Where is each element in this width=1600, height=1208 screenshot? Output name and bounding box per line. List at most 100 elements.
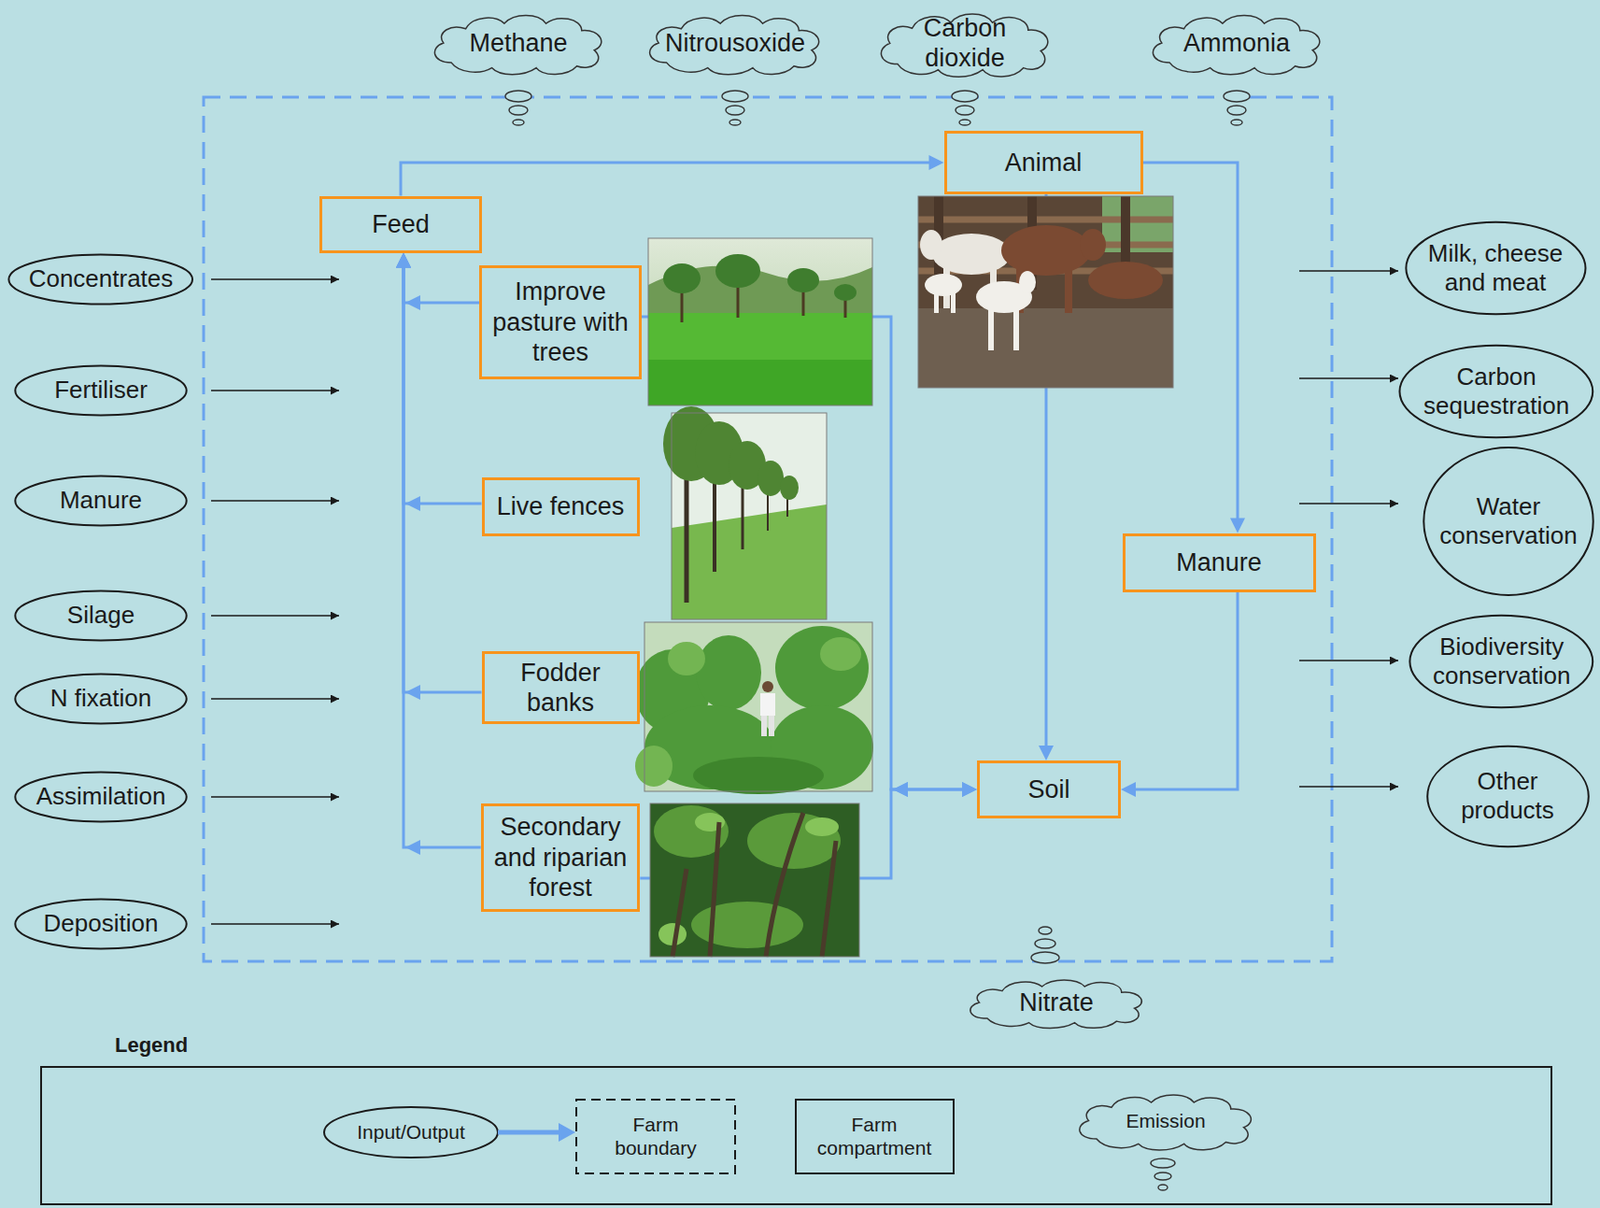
- node-text: Assimilation: [36, 781, 167, 811]
- ellipse-outline: [1427, 745, 1589, 846]
- emission-cloud: Nitrate: [957, 973, 1157, 1032]
- cattle-photo: [1064, 266, 1073, 313]
- cloud-outline: [969, 979, 1142, 1029]
- node-text: Milk, cheese and meat: [1420, 239, 1571, 298]
- live-fence-photo: [663, 406, 799, 500]
- pasture-photo: [648, 312, 873, 406]
- flow-connector: [396, 253, 482, 856]
- input-arrow: [211, 499, 340, 502]
- output-ellipse: Carbon sequestration: [1398, 344, 1595, 439]
- emission-bubbles: [722, 90, 749, 102]
- connector-line: [403, 262, 482, 694]
- input-ellipse: Deposition: [14, 898, 188, 949]
- connector-line: [403, 262, 480, 304]
- node-text: Fodder banks: [504, 657, 617, 719]
- pasture-photo: [787, 268, 820, 293]
- arrow-head: [962, 781, 977, 797]
- output-ellipse: Milk, cheese and meat: [1404, 221, 1587, 315]
- cattle-photo: [918, 308, 1174, 388]
- compartment-box: Live fences: [481, 477, 640, 537]
- cattle-photo: [920, 229, 943, 260]
- legend-title: Legend: [114, 1033, 188, 1058]
- cattle-photo: [988, 303, 994, 351]
- legend-sample: [795, 1099, 954, 1174]
- compartment-box: Manure: [1122, 533, 1317, 593]
- input-ellipse: Assimilation: [14, 771, 188, 822]
- emission-cloud: Nitrousoxide: [637, 7, 834, 79]
- legend-sample: [324, 1106, 498, 1158]
- pasture-photo: [681, 275, 846, 323]
- live-fence-photo: [757, 460, 784, 496]
- connector-line: [1130, 592, 1238, 791]
- emission-bubbles: [951, 90, 978, 102]
- node-text: Ammonia: [1183, 28, 1290, 58]
- cattle-photo: [1013, 303, 1020, 351]
- emission-bubbles: [729, 119, 741, 126]
- input-ellipse: Manure: [14, 475, 188, 526]
- output-ellipse: Other products: [1426, 745, 1590, 848]
- arrow-head: [405, 839, 421, 855]
- emission-cloud: Carbon dioxide: [868, 5, 1062, 82]
- legend-frame: [41, 1066, 1552, 1204]
- fodder-bank-photo: [693, 756, 824, 794]
- legend-sample: [324, 1094, 1251, 1190]
- fodder-bank-photo: [635, 622, 874, 794]
- cloud-outline: [650, 15, 820, 75]
- legend-sample: [1158, 1184, 1168, 1190]
- arrow-head: [405, 684, 421, 700]
- node-text: Deposition: [43, 908, 159, 938]
- arrow-head: [929, 155, 945, 170]
- legend-sample: [558, 1122, 576, 1142]
- ellipse-outline: [1400, 345, 1594, 439]
- ellipse-outline: [14, 365, 186, 415]
- input-arrow: [211, 697, 340, 700]
- legend-label: Input/Output: [356, 1119, 466, 1144]
- cattle-photo: [1088, 261, 1163, 299]
- node-text: Carbon dioxide: [904, 13, 1026, 74]
- pasture-photo: [648, 238, 873, 406]
- node-text: Fertiliser: [54, 375, 148, 405]
- ellipse-outline: [14, 673, 186, 723]
- node-text: Live fences: [496, 491, 625, 522]
- cattle-photo: [918, 196, 1174, 388]
- pasture-photo: [648, 238, 873, 406]
- input-ellipse: Silage: [14, 590, 188, 641]
- fodder-bank-photo: [760, 693, 776, 716]
- node-text: Silage: [67, 600, 135, 630]
- fodder-bank-photo: [695, 635, 762, 710]
- pasture-photo: [648, 238, 873, 406]
- legend-label: Farm boundary: [599, 1112, 712, 1160]
- forest-photo: [672, 812, 836, 957]
- node-text: Carbon sequestration: [1421, 362, 1572, 421]
- cattle-photo: [918, 216, 1174, 224]
- arrow-head: [892, 781, 908, 797]
- fodder-bank-photo: [667, 641, 706, 676]
- output-arrow: [1299, 377, 1399, 380]
- node-text: Manure: [1175, 547, 1262, 578]
- emission-bubbles: [955, 105, 975, 115]
- arrow-head: [405, 495, 421, 511]
- input-arrow: [211, 614, 340, 617]
- forest-photo: [709, 821, 720, 957]
- node-text: Animal: [1005, 147, 1083, 178]
- arrow-head: [892, 781, 908, 797]
- legend-sample: [1150, 1158, 1176, 1168]
- emission-bubbles: [1031, 951, 1060, 963]
- node-text: Nitrate: [1019, 987, 1094, 1018]
- flow-connector: [396, 253, 482, 701]
- compartment-box: Fodder banks: [481, 651, 640, 725]
- forest-photo: [805, 817, 839, 836]
- pasture-photo: [663, 254, 857, 301]
- ellipse-outline: [9, 254, 194, 304]
- compartment-box: Secondary and riparian forest: [481, 803, 641, 912]
- cattle-photo: [924, 270, 1036, 351]
- input-arrow: [211, 278, 340, 281]
- connector-line: [403, 262, 482, 849]
- forest-photo: [650, 803, 860, 957]
- arrow-head: [396, 253, 411, 269]
- arrow-head: [396, 253, 411, 269]
- cattle-photo: [1079, 228, 1106, 261]
- emission-bubbles: [1231, 119, 1243, 126]
